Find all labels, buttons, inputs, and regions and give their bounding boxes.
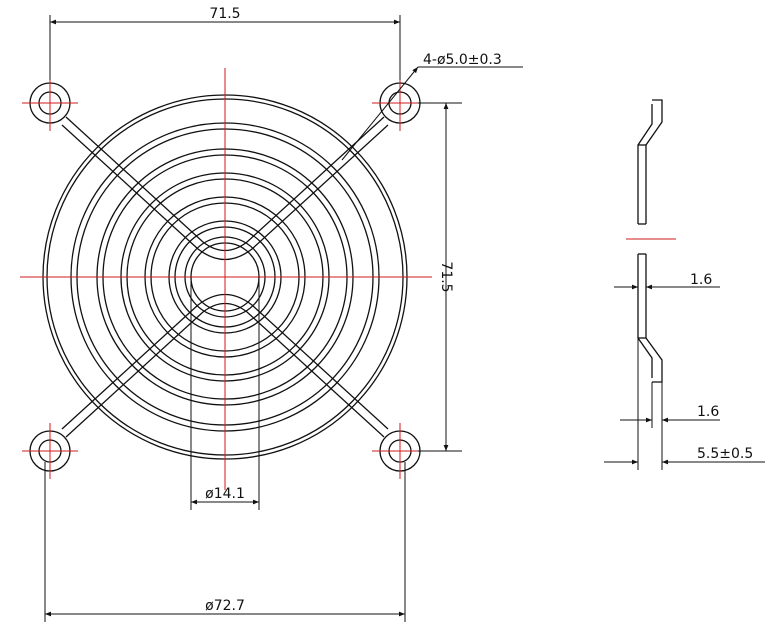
side-profile-outer bbox=[645, 99, 663, 224]
dim-side-depth-label: 5.5±0.5 bbox=[697, 446, 753, 462]
dim-top-width: 71.5 bbox=[49, 6, 401, 80]
side-view: 1.6 1.6 5.5±0.5 bbox=[604, 99, 765, 470]
front-view: 71.5 4-ø5.0±0.3 71.5 ø14.1 ø72.7 bbox=[20, 6, 523, 622]
dim-center-diameter-label: ø14.1 bbox=[205, 486, 245, 502]
dim-right-height-label: 71.5 bbox=[438, 261, 454, 292]
dim-side-thickness-2-label: 1.6 bbox=[697, 404, 719, 420]
dim-hole-spec: 4-ø5.0±0.3 bbox=[341, 52, 523, 161]
dim-hole-spec-label: 4-ø5.0±0.3 bbox=[423, 52, 502, 68]
dim-side-thickness-1-label: 1.6 bbox=[690, 272, 712, 288]
side-profile-inner bbox=[637, 104, 653, 224]
dim-center-diameter: ø14.1 bbox=[190, 277, 260, 510]
side-profile-outer-low bbox=[645, 254, 663, 383]
dim-side-thickness-2: 1.6 bbox=[620, 382, 720, 428]
front-centerlines bbox=[20, 68, 432, 490]
dim-outer-diameter-label: ø72.7 bbox=[205, 598, 245, 614]
dim-top-width-label: 71.5 bbox=[209, 6, 240, 22]
dim-outer-diameter: ø72.7 bbox=[44, 462, 406, 622]
side-profile-inner-low bbox=[637, 254, 653, 378]
dim-right-height: 71.5 bbox=[418, 102, 462, 452]
dim-side-thickness-1: 1.6 bbox=[614, 272, 720, 290]
dim-side-depth: 5.5±0.5 bbox=[604, 338, 765, 470]
